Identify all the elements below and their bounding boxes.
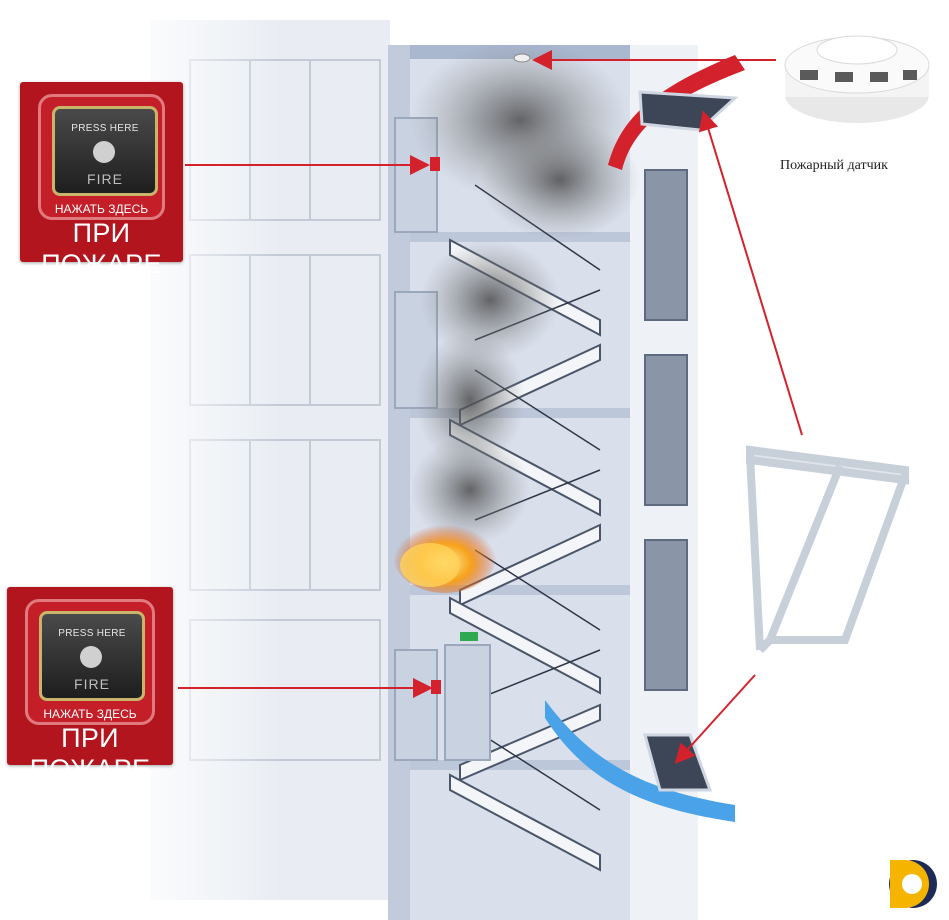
ru-small-label: НАЖАТЬ ЗДЕСЬ [54,202,149,216]
exit-sign [460,632,478,641]
fire-label: FIRE [87,171,123,187]
press-here-label: PRESS HERE [58,628,126,639]
press-button-icon [93,141,115,163]
pointer-arrows [178,50,803,764]
press-button-icon [80,646,102,668]
background-building [120,0,390,920]
press-here-label: PRESS HERE [71,123,139,134]
fire-flames [393,517,497,593]
ru-large-label: ПРИ ПОЖАРЕ [41,218,162,279]
smoke-detector-label: Пожарный датчик [780,158,888,173]
smoke-detector-product [784,35,930,123]
fresh-air-flow [545,700,735,822]
tilt-window-product [746,445,909,653]
callpoint-glass: PRESS HERE FIRE [39,611,145,701]
ceiling-smoke-detector [513,53,531,63]
fire-label: FIRE [74,676,110,692]
wall-callpoint-bottom [431,680,441,694]
smoke-exhaust-flow [608,55,745,170]
ru-small-label: НАЖАТЬ ЗДЕСЬ [43,707,137,721]
wall-callpoint-top [430,157,440,171]
manual-call-point-top: PRESS HERE FIRE НАЖАТЬ ЗДЕСЬ ПРИ ПОЖАРЕ [20,82,183,279]
callpoint-glass: PRESS HERE FIRE [52,106,158,196]
brand-logo [889,860,937,908]
ru-large-label: ПРИ ПОЖАРЕ [29,723,151,784]
manual-call-point-bottom: PRESS HERE FIRE НАЖАТЬ ЗДЕСЬ ПРИ ПОЖАРЕ [7,587,173,784]
top-smoke-vent [638,90,739,132]
